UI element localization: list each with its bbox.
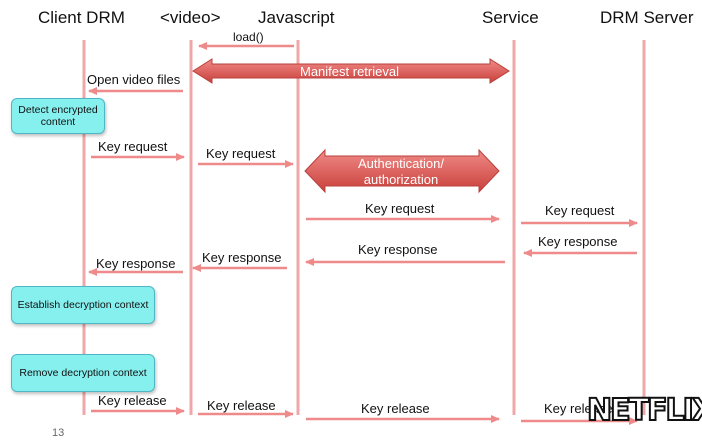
note-remove-decryption-context: Remove decryption context (11, 354, 155, 392)
label-key-response-1: Key response (96, 256, 176, 271)
label-key-request-4: Key request (545, 203, 615, 218)
participant-drm-server: DRM Server (600, 8, 694, 27)
participant-video: <video> (160, 8, 221, 27)
label-authentication: Authentication/ authorization (357, 156, 444, 187)
label-key-release-1: Key release (98, 393, 167, 408)
label-key-release-3: Key release (361, 401, 430, 416)
label-key-request-3: Key request (365, 201, 435, 216)
message-arrows (88, 42, 638, 425)
label-key-response-4: Key response (538, 234, 618, 249)
note-detect-encrypted-content: Detect encrypted content (11, 98, 105, 134)
manifest-retrieval-arrow (192, 58, 510, 84)
label-key-response-3: Key response (358, 242, 438, 257)
slide-number: 13 (52, 427, 65, 439)
participant-client-drm: Client DRM (38, 8, 125, 27)
label-manifest-retrieval: Manifest retrieval (300, 64, 399, 79)
participant-service: Service (482, 8, 539, 27)
label-load: load() (233, 30, 264, 44)
authentication-arrow (304, 148, 500, 194)
label-key-request-2: Key request (206, 146, 276, 161)
label-open-video-files: Open video files (87, 72, 181, 87)
lifelines (82, 40, 646, 415)
netflix-logo: NETFLIX (586, 393, 702, 429)
note-establish-decryption-context: Establish decryption context (11, 286, 155, 324)
label-key-request-1: Key request (98, 139, 168, 154)
label-key-release-2: Key release (207, 398, 276, 413)
label-key-release-4: Key release (544, 401, 613, 416)
participant-javascript: Javascript (258, 8, 335, 27)
label-key-response-2: Key response (202, 250, 282, 265)
